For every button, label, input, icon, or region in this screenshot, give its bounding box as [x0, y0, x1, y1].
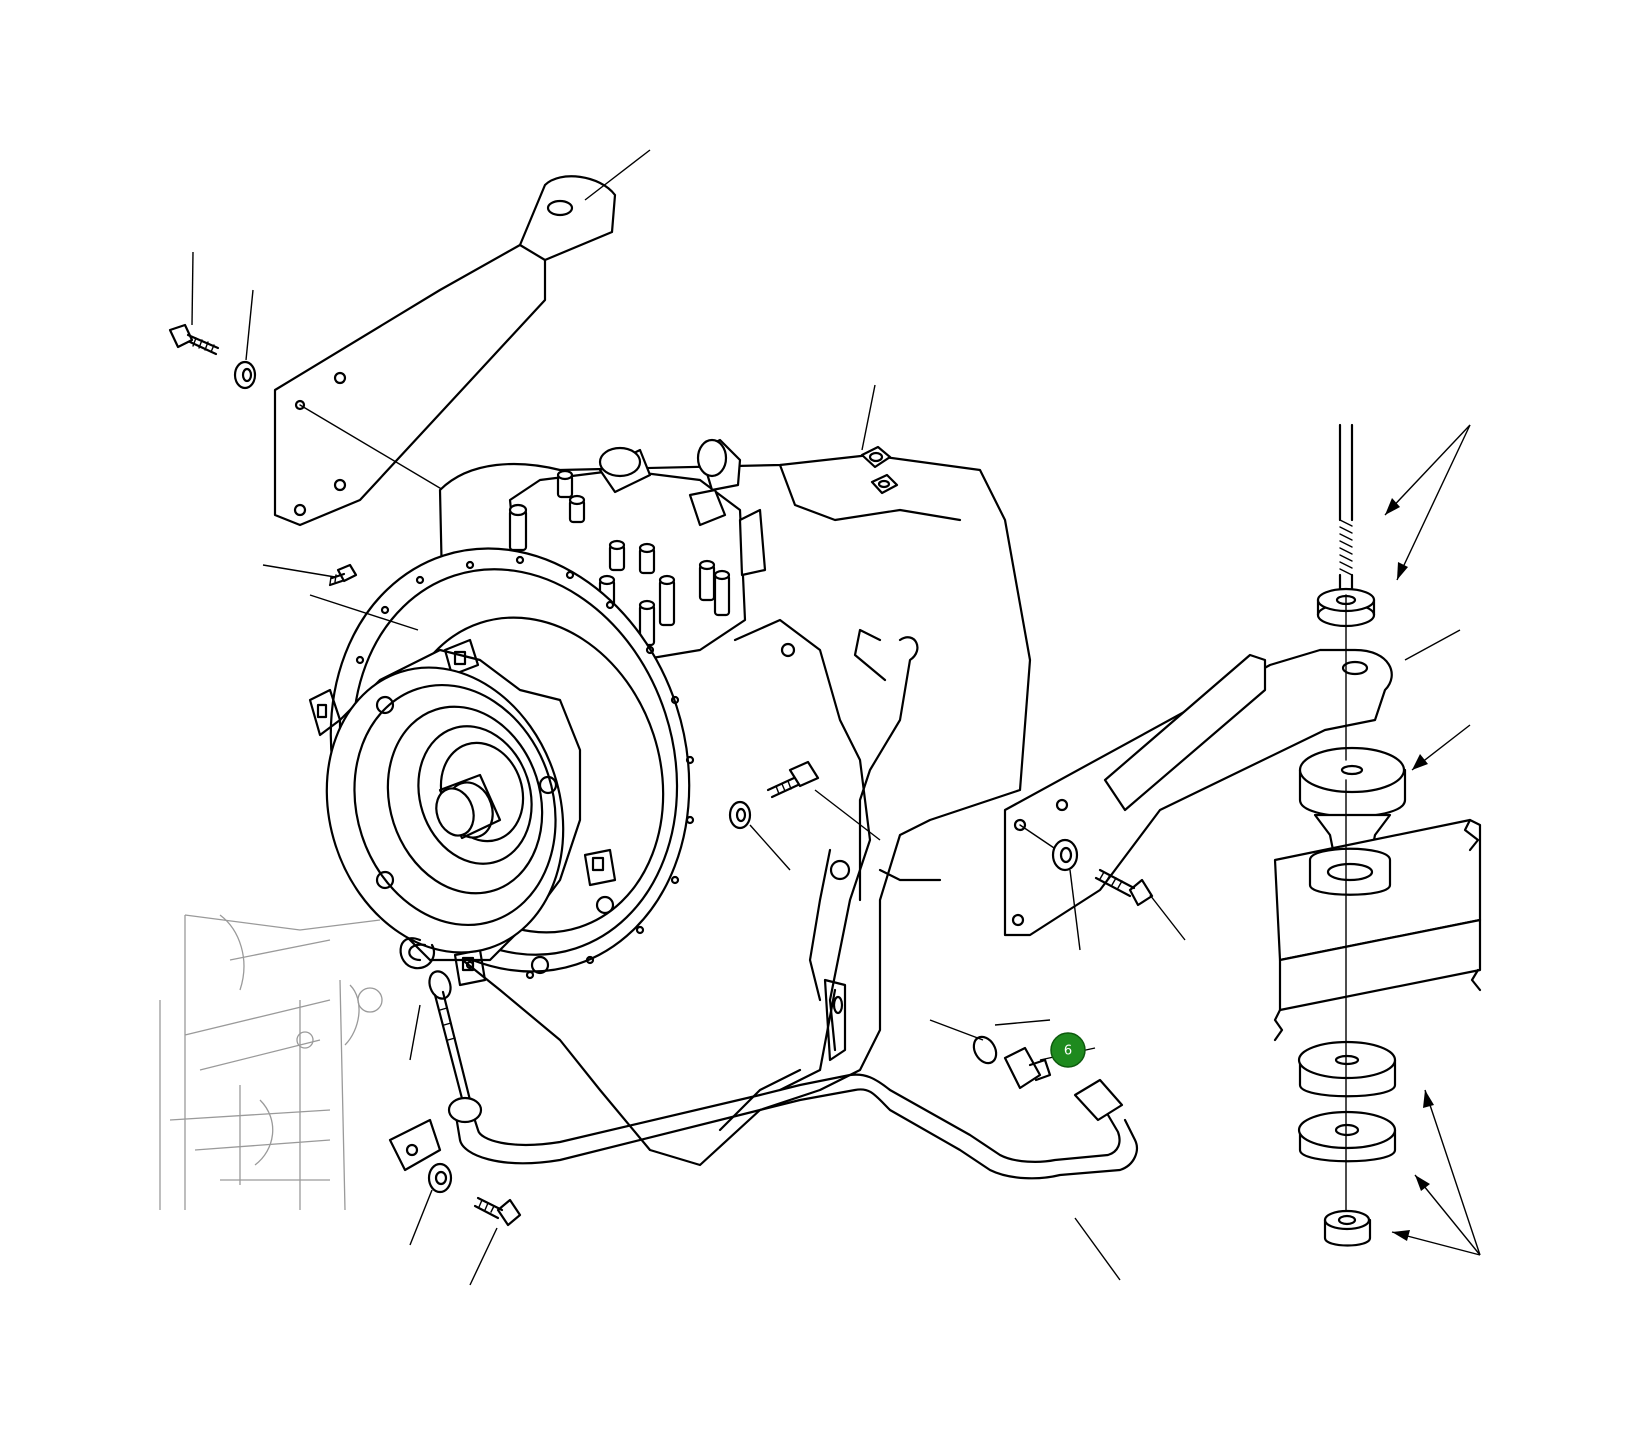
mount-rubber-lower [1297, 1040, 1397, 1098]
washer-right-bracket [1051, 838, 1079, 872]
valve-bolts [508, 469, 731, 647]
top-left-bracket [273, 175, 617, 527]
bolt-lower-left [473, 1196, 522, 1227]
washer-top-left [233, 360, 257, 390]
housing-washer-mid [728, 800, 752, 830]
callout-6[interactable]: 6 [1050, 1032, 1086, 1068]
leader-lines [191, 149, 1461, 1286]
washer-lower-left [427, 1162, 453, 1194]
chassis-rail [1273, 818, 1482, 1042]
sensor-fitting [1003, 1046, 1052, 1090]
arrow-leaders [1384, 424, 1481, 1256]
engine-block-background [159, 914, 383, 1211]
housing-bolt-mid [766, 760, 820, 799]
mount-washer-lower [1297, 1110, 1397, 1163]
torque-converter [325, 666, 615, 975]
tube-nut [1073, 1078, 1124, 1122]
dipstick-tube [388, 1073, 1138, 1180]
callout-6-badge [1050, 1032, 1086, 1068]
bolt-right-bracket [1094, 868, 1154, 907]
mount-nut [1323, 1209, 1372, 1247]
housing-top-bolts [860, 445, 899, 495]
small-bolt-converter [328, 563, 358, 587]
dipstick [399, 937, 474, 1112]
oring [972, 1035, 998, 1065]
mount-stud [1338, 423, 1354, 592]
bolt-top-left [168, 323, 220, 356]
right-bracket [1003, 648, 1393, 937]
callout-6-label: 6 [1064, 1044, 1072, 1059]
